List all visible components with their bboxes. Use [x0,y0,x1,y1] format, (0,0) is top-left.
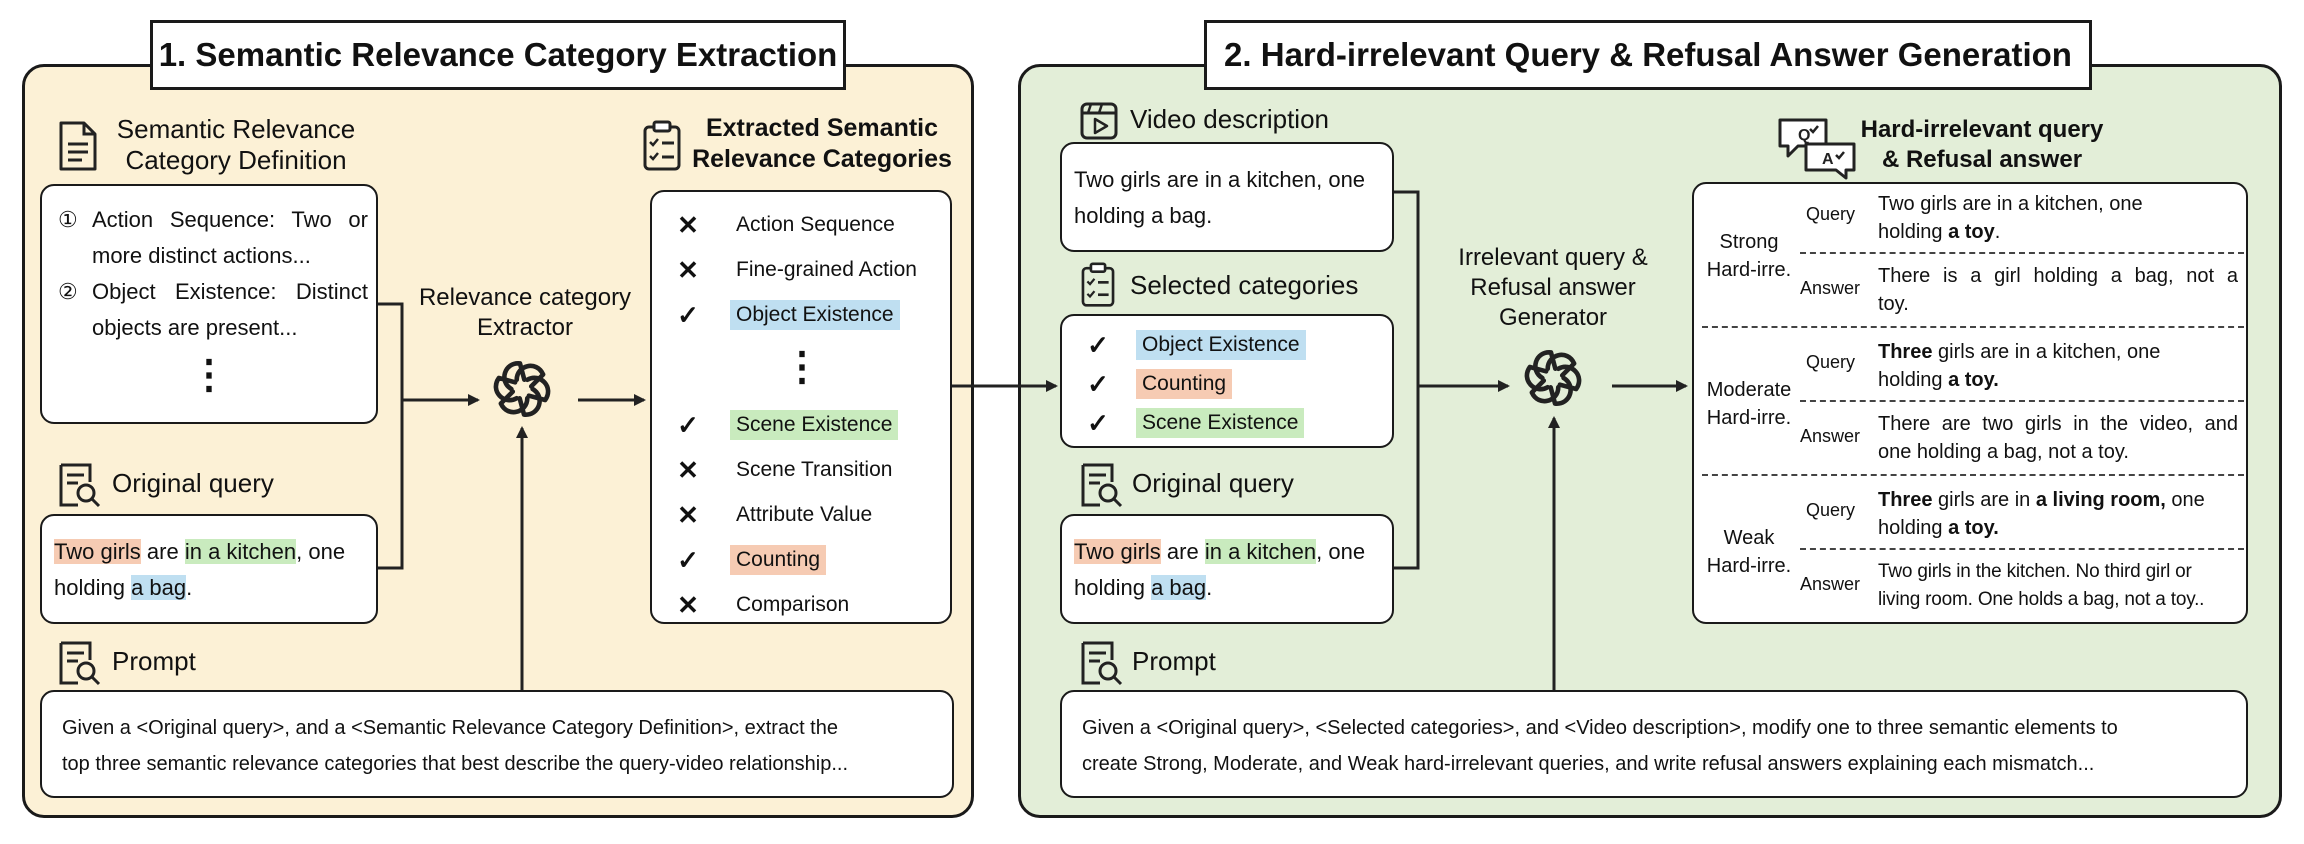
category-row: ✕Fine-grained Action [672,251,923,289]
check-icon: ✓ [677,409,699,440]
openai-logo-icon [493,361,551,417]
moderate-query-text: Three girls are in a kitchen, one holdin… [1878,341,2161,391]
categories-ellipsis: ⋮ [782,345,822,389]
query-phrase-scene: in a kitchen [1204,539,1317,564]
definition-label-line1: Semantic Relevance [116,114,356,144]
cross-icon: ✕ [677,209,699,240]
result-label-line1: Hard-irrelevant query [1860,116,2104,143]
svg-text:Q: Q [1798,127,1810,144]
extracted-label-line1: Extracted Semantic [705,114,939,142]
category-row: ✓Object Existence [672,296,900,334]
cross-icon: ✕ [677,589,699,620]
check-icon: ✓ [1087,407,1109,438]
video-description-box: Two girls are in a kitchen, one holding … [1060,142,1394,252]
definition-item-2: ② Object Existence: Distinct [58,279,368,304]
svg-text:A: A [1822,151,1834,168]
search-document-icon [1081,463,1123,508]
definition-ellipsis: ⋮ [189,353,229,397]
cross-icon: ✕ [677,454,699,485]
weak-answer-text: Two girls in the kitchen. No third girl … [1878,561,2205,610]
check-icon: ✓ [1087,329,1109,360]
category-row: ✕Attribute Value [672,496,878,534]
strong-answer-text: There is a girl holding a bag, not a toy… [1878,265,2238,315]
cross-icon: ✕ [677,254,699,285]
original-query-box: Two girls are in a kitchen, one holding … [1060,514,1394,624]
prompt-box: Given a <Original query>, and a <Semanti… [40,690,954,798]
check-icon: ✓ [1087,368,1109,399]
search-document-icon [59,463,101,508]
answer-tag: Answer [1800,426,1861,446]
check-icon: ✓ [677,544,699,575]
definition-item-1: ① Action Sequence: Two or [58,207,368,232]
checklist-icon [643,120,681,171]
query-label: Original query [112,468,274,498]
generator-label-line1: Irrelevant query & [1458,244,1648,271]
prompt-label: Prompt [112,646,196,676]
answer-tag: Answer [1800,278,1861,298]
answer-tag: Answer [1800,574,1861,594]
qa-chat-icon: Q A [1778,118,1856,180]
definition-box: ① Action Sequence: Two or more distinct … [40,184,378,424]
category-row: ✓Counting [672,541,827,579]
panel1-title: 1. Semantic Relevance Category Extractio… [150,20,846,90]
panel2-title: 2. Hard-irrelevant Query & Refusal Answe… [1204,20,2092,90]
definition-label-line2: Category Definition [125,145,347,175]
search-document-icon [1081,641,1123,686]
checklist-icon [1081,262,1115,307]
extractor-label-line1: Relevance category [418,284,632,311]
video-file-icon [1080,102,1118,140]
generator-label-line3: Generator [1498,304,1608,331]
query-label: Original query [1132,468,1294,498]
weak-query-text: Three girls are in a living room, one ho… [1878,489,2205,539]
query-phrase-object: a bag [131,575,187,600]
openai-logo-icon [1524,350,1582,406]
moderate-answer-text: There are two girls in the video, and on… [1878,413,2238,463]
query-tag: Query [1806,352,1856,372]
query-phrase-scene: in a kitchen [184,539,297,564]
document-icon [59,121,97,171]
video-description-label: Video description [1130,104,1329,134]
category-row: ✕Scene Transition [672,451,898,489]
cross-icon: ✕ [677,499,699,530]
query-phrase-subject: Two girls [54,539,141,564]
selected-category-row: ✓Object Existence [1082,326,1306,364]
query-phrase-object: a bag [1151,575,1207,600]
prompt-label: Prompt [1132,646,1216,676]
category-row: ✓Scene Existence [672,406,899,444]
category-row: ✕Comparison [672,586,855,624]
extractor-label-line2: Extractor [476,314,574,341]
search-document-icon [59,641,101,686]
strong-query-text: Two girls are in a kitchen, one holding … [1878,193,2143,243]
generator-label-line2: Refusal answer [1470,274,1636,301]
original-query-box: Two girls are in a kitchen, one holding … [40,514,378,624]
selected-category-row: ✓Scene Existence [1082,404,1305,442]
selected-categories-label: Selected categories [1130,270,1359,300]
selected-categories-box: ✓Object Existence✓Counting✓Scene Existen… [1060,314,1394,448]
result-label-line2: & Refusal answer [1881,146,2083,173]
extracted-categories-box: ✕Action Sequence ✕Fine-grained Action ✓Obj… [650,190,952,624]
category-row: ✕Action Sequence [672,206,901,244]
query-phrase-subject: Two girls [1074,539,1161,564]
prompt-box: Given a <Original query>, <Selected cate… [1060,690,2248,798]
selected-category-row: ✓Counting [1082,365,1233,403]
query-tag: Query [1806,204,1856,224]
query-tag: Query [1806,500,1856,520]
extracted-label-line2: Relevance Categories [692,145,952,173]
check-icon: ✓ [677,299,699,330]
